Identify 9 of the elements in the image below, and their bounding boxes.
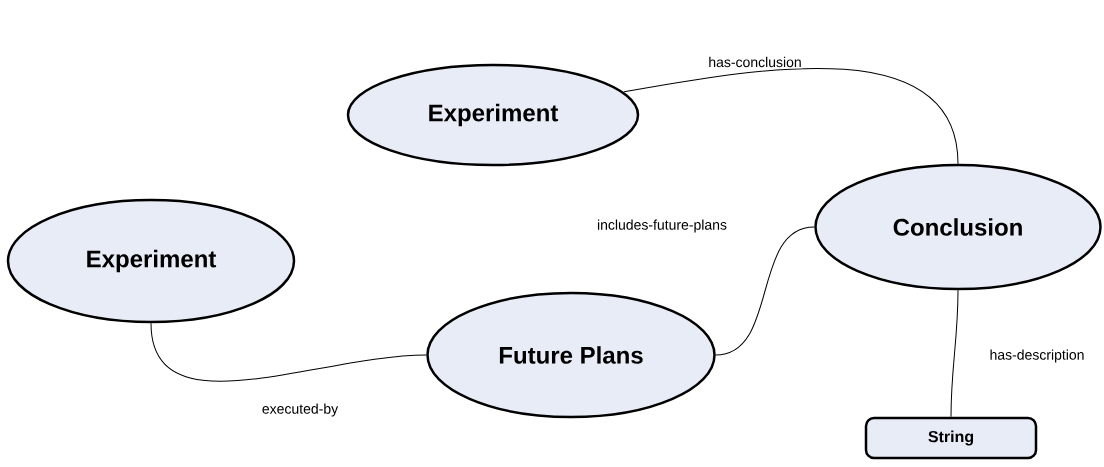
connector-line — [623, 68, 959, 165]
edge-label: has-description — [988, 348, 1086, 364]
edge-label: has-conclusion — [707, 55, 803, 69]
edge-label: executed-by — [260, 402, 340, 418]
connector-line — [715, 226, 815, 356]
edge-label: includes-future-plans — [596, 218, 728, 234]
connector-line — [150, 322, 427, 382]
value-box: String — [864, 416, 1038, 460]
connector-line — [950, 289, 959, 418]
